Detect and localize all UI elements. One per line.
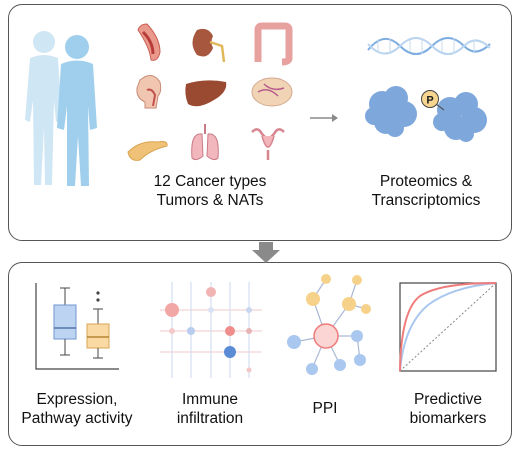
immune-line: Immune [182,391,238,408]
dotplot-icon [160,282,262,378]
omics-label: Proteomics & Transcriptomics [352,172,500,210]
cancer-types-line: 12 Cancer types [153,173,267,190]
transcriptomics-line: Transcriptomics [371,192,481,209]
dna-helix-icon [367,37,491,55]
predictive-line: Predictive [413,391,483,408]
head-neck-icon [136,75,162,109]
phospho-label: P [426,95,433,107]
biomarkers-line: biomarkers [409,410,487,427]
tumors-nats-line: Tumors & NATs [156,192,264,209]
breast-icon [251,77,293,107]
esophagus-icon [137,23,161,61]
liver-icon [185,80,227,107]
colon-icon [254,22,293,66]
kidney-icon [192,28,226,63]
network-icon [287,274,371,375]
right-arrow-icon [310,114,338,122]
lung-icon [191,124,219,161]
expression-line: Expression, [36,391,118,408]
pancreas-icon [127,141,168,161]
uterus-icon [251,128,285,160]
protein-icon [365,86,417,137]
down-arrow-icon [252,242,280,263]
immune-label: Immune infiltration [150,390,270,428]
ppi-label: PPI [290,399,360,418]
expression-label: Expression, Pathway activity [12,390,142,428]
pathway-activity-line: Pathway activity [21,410,133,427]
proteomics-line: Proteomics & [379,173,473,190]
ppi-line: PPI [312,400,338,417]
phosphorylated-protein-icon [421,90,487,142]
boxplot-icon [35,283,119,370]
infiltration-line: infiltration [176,410,244,427]
biomarkers-label: Predictive biomarkers [390,390,506,428]
roc-curve-icon [399,282,497,372]
cancer-types-label: 12 Cancer types Tumors & NATs [130,172,290,210]
human-silhouette-icon [25,31,97,186]
